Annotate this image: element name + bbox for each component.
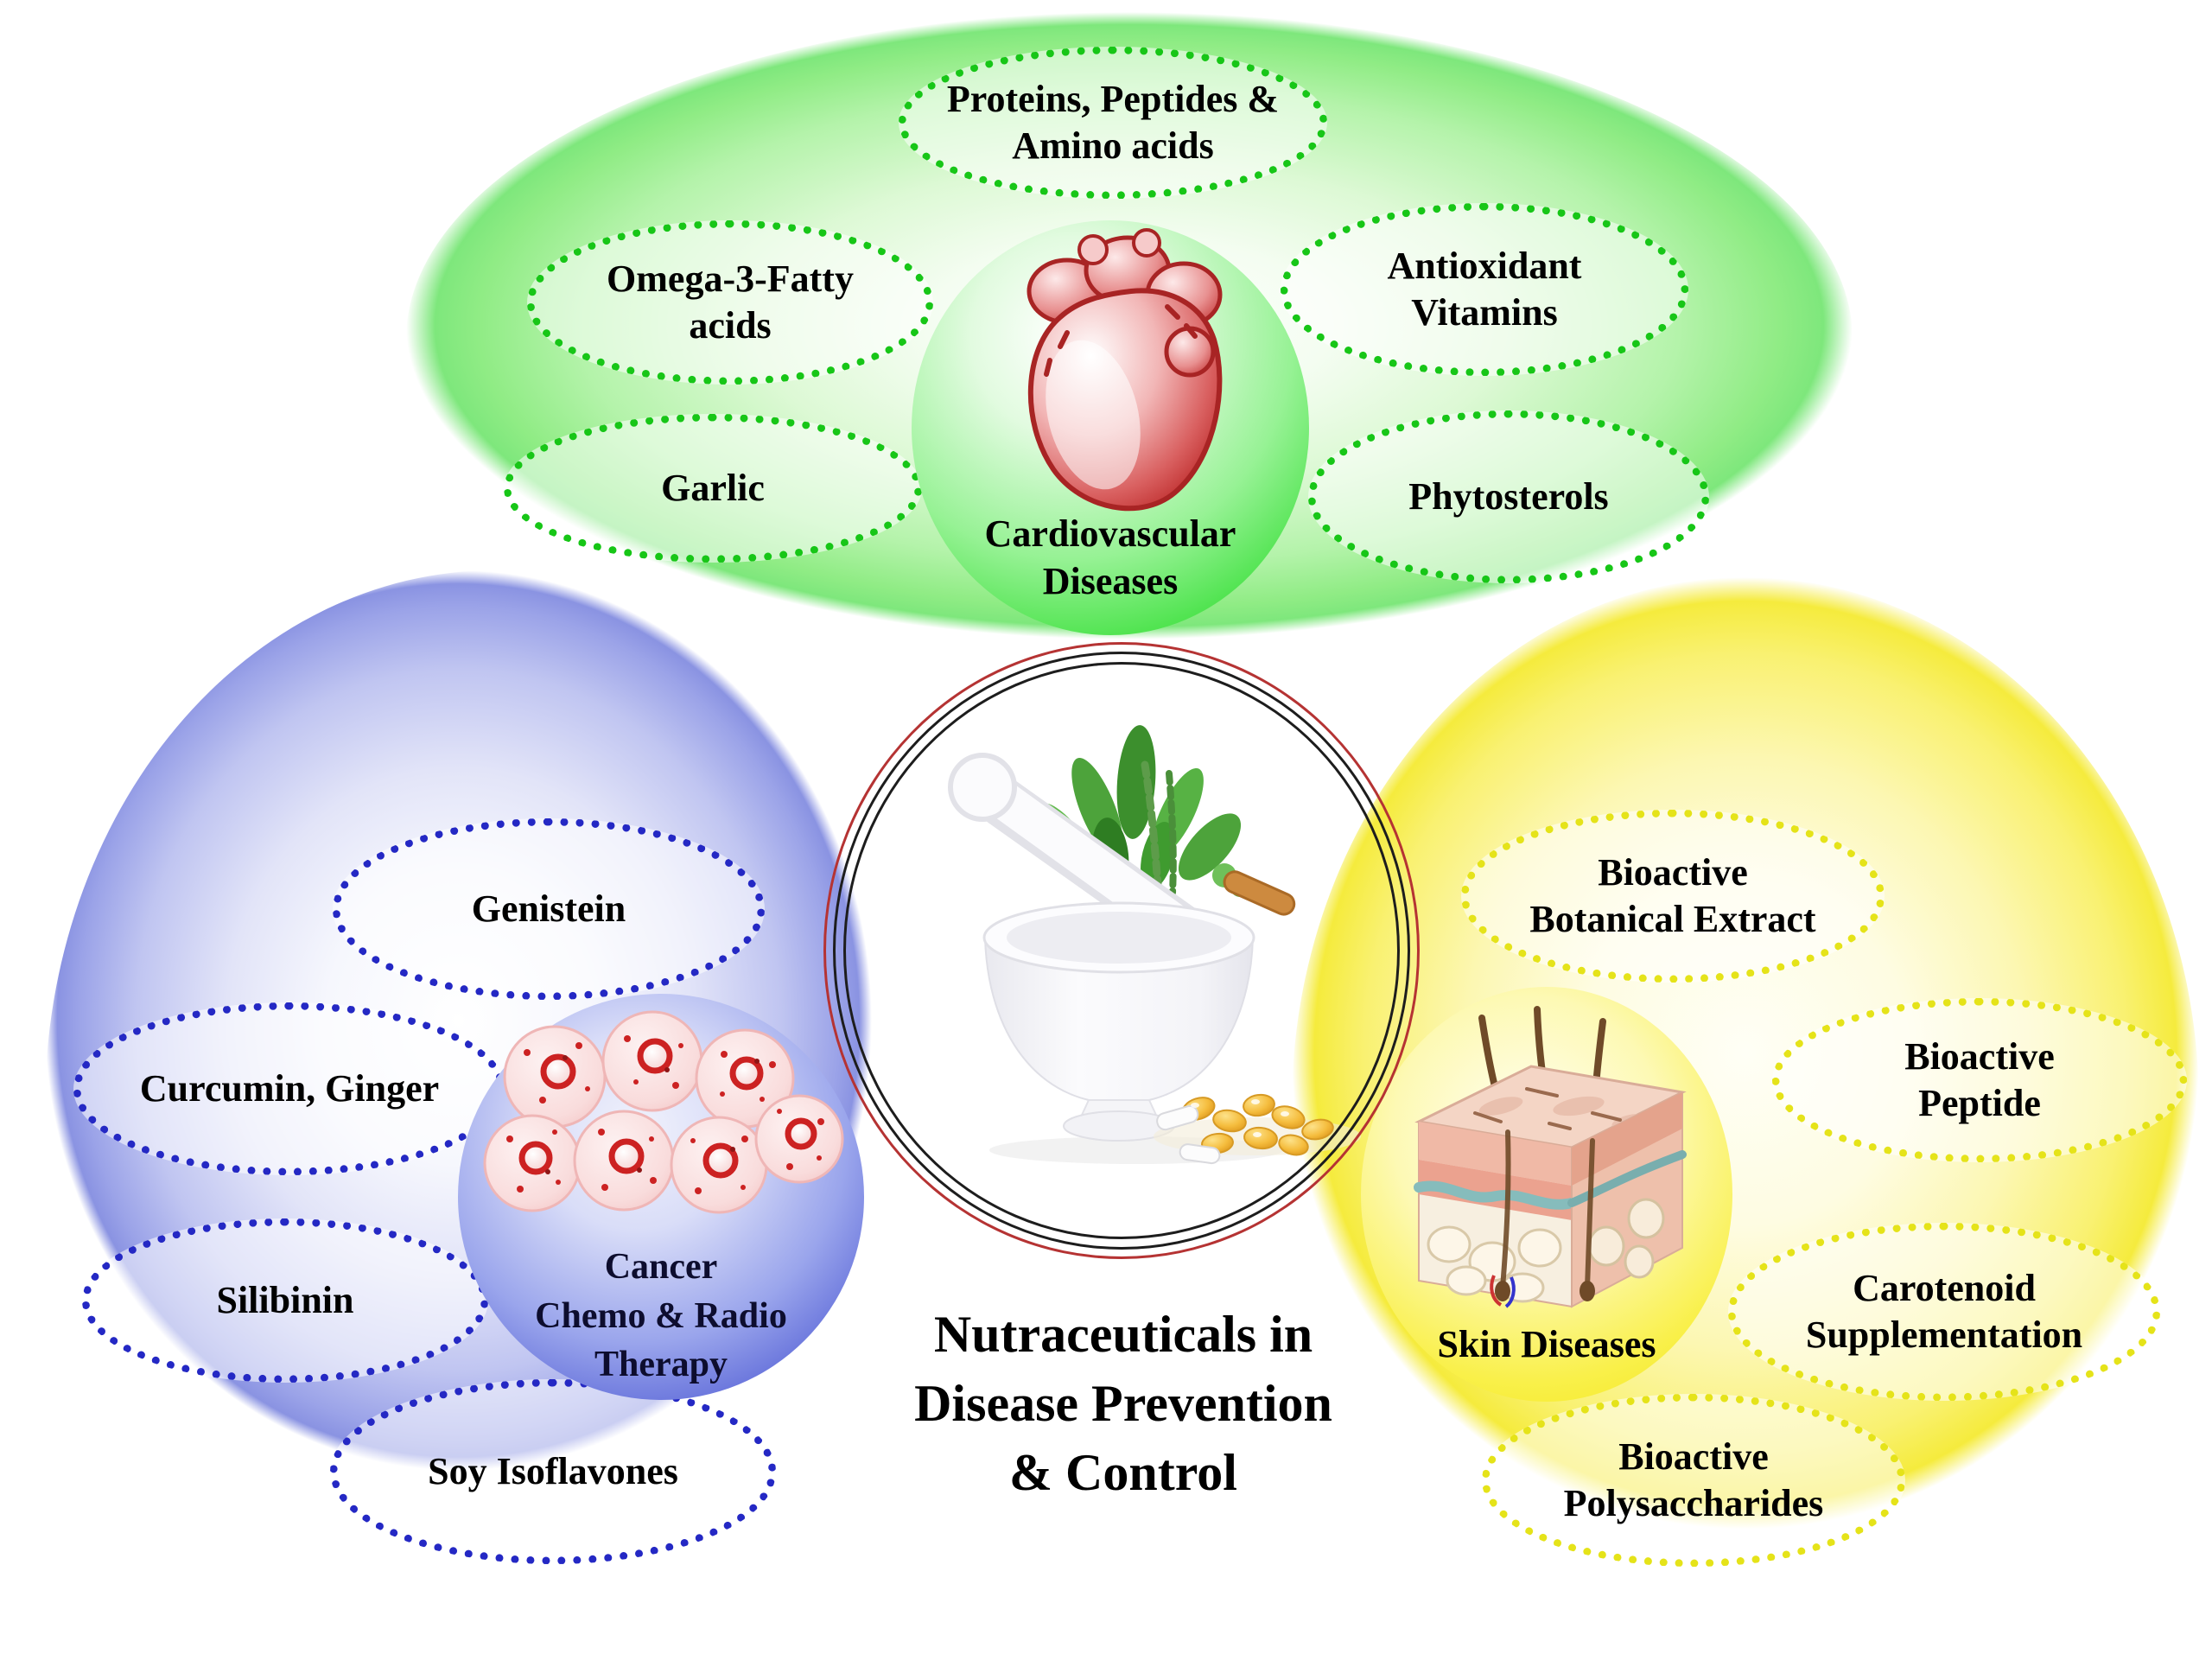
- bubble-label: Polysaccharides: [1563, 1482, 1824, 1524]
- cardio-label-line2: Diseases: [1042, 560, 1179, 602]
- bubble-label: Garlic: [661, 467, 765, 510]
- skin-circle-label: Skin Diseases: [1361, 1322, 1732, 1366]
- bubble-garlic: Garlic: [504, 414, 922, 563]
- bubble-antioxidant-vitamins: Antioxidant Vitamins: [1281, 203, 1688, 376]
- cancer-label-line1: Cancer: [604, 1247, 718, 1287]
- skin-label-line1: Skin Diseases: [1437, 1323, 1656, 1365]
- cancer-cells-icon: [483, 1010, 844, 1214]
- title-line2: Disease Prevention: [914, 1374, 1332, 1432]
- bubble-label: Vitamins: [1411, 291, 1558, 334]
- center-ring-inner: [843, 662, 1400, 1239]
- skin-cross-section-icon: [1414, 1006, 1687, 1308]
- bubble-omega-3-fatty-acids: Omega-3-Fatty acids: [527, 220, 933, 385]
- bubble-carotenoid-supplementation: Carotenoid Supplementation: [1728, 1223, 2160, 1401]
- bubble-label: Bioactive: [1598, 851, 1748, 894]
- center-rings: [823, 642, 1420, 1259]
- bubble-label: Botanical Extract: [1529, 898, 1816, 940]
- bubble-label: Proteins, Peptides &: [946, 78, 1280, 121]
- bubble-soy-isoflavones: Soy Isoflavones: [330, 1379, 776, 1564]
- cardio-circle-label: Cardiovascular Diseases: [912, 510, 1309, 605]
- center-ring-middle: [833, 652, 1410, 1250]
- bubble-curcumin-ginger: Curcumin, Ginger: [73, 1002, 505, 1175]
- skin-diseases-circle: Skin Diseases: [1361, 987, 1732, 1402]
- bubble-proteins-peptides-amino-acids: Proteins, Peptides & Amino acids: [899, 47, 1327, 199]
- bubble-label: Bioactive: [1904, 1035, 2055, 1078]
- bubble-label: Antioxidant: [1387, 245, 1582, 288]
- bubble-label: Carotenoid: [1853, 1267, 2036, 1310]
- diagram-title: Nutraceuticals in Disease Prevention & C…: [778, 1301, 1469, 1507]
- cardio-label-line1: Cardiovascular: [984, 512, 1236, 555]
- bubble-bioactive-peptide: Bioactive Peptide: [1772, 998, 2187, 1162]
- title-line3: & Control: [1009, 1443, 1237, 1501]
- bubble-label: acids: [689, 304, 772, 347]
- bubble-phytosterols: Phytosterols: [1308, 410, 1709, 583]
- bubble-genistein: Genistein: [333, 818, 765, 1000]
- bubble-label: Silibinin: [216, 1279, 354, 1322]
- cancer-label-line3: Therapy: [594, 1345, 728, 1385]
- bubble-label: Omega-3-Fatty: [607, 258, 854, 301]
- bubble-label: Soy Isoflavones: [428, 1450, 678, 1493]
- cancer-label-line2: Chemo & Radio: [535, 1295, 787, 1336]
- bubble-label: Bioactive: [1618, 1435, 1769, 1479]
- cancer-chemo-radio-therapy-circle: Cancer Chemo & Radio Therapy: [458, 994, 864, 1400]
- bubble-label: Amino acids: [1012, 124, 1214, 167]
- cardiovascular-diseases-circle: Cardiovascular Diseases: [912, 220, 1309, 635]
- bubble-label: Supplementation: [1805, 1314, 2083, 1356]
- bubble-label: Peptide: [1918, 1082, 2041, 1124]
- bubble-silibinin: Silibinin: [82, 1218, 488, 1383]
- bubble-bioactive-polysaccharides: Bioactive Polysaccharides: [1482, 1394, 1905, 1567]
- heart-icon: [1027, 228, 1223, 512]
- bubble-bioactive-botanical-extract: Bioactive Botanical Extract: [1461, 810, 1885, 983]
- bubble-label: Phytosterols: [1408, 475, 1609, 518]
- cancer-circle-label: Cancer Chemo & Radio Therapy: [458, 1243, 864, 1390]
- title-line1: Nutraceuticals in: [933, 1306, 1313, 1363]
- bubble-label: Curcumin, Ginger: [139, 1067, 440, 1110]
- bubble-label: Genistein: [471, 887, 626, 931]
